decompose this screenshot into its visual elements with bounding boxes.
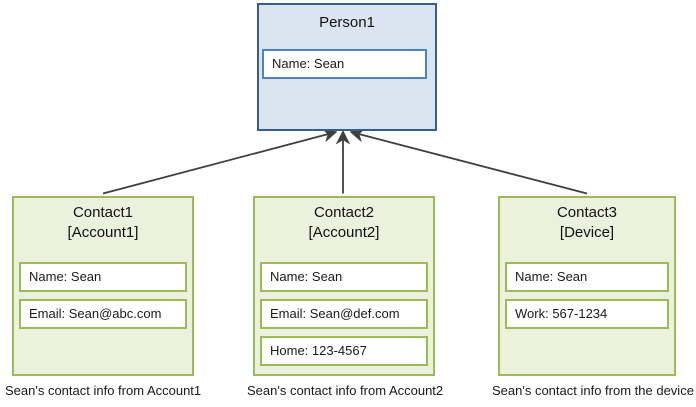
contact3-caption: Sean's contact info from the device [492, 383, 694, 398]
contact2-card: Contact2 [Account2] Name: Sean Email: Se… [253, 196, 435, 376]
contact3-work-value: Work: 567-1234 [515, 306, 608, 321]
person-name-value: Name: Sean [272, 56, 345, 71]
contact1-email-field: Email: Sean@abc.com [19, 299, 187, 329]
contact1-caption: Sean's contact info from Account1 [5, 383, 202, 398]
contact1-subtitle: [Account1] [67, 224, 139, 241]
contact1-name-value: Name: Sean [29, 269, 102, 284]
contact3-work-field: Work: 567-1234 [505, 299, 669, 329]
contact3-name-value: Name: Sean [515, 269, 588, 284]
contact3-name-field: Name: Sean [505, 262, 669, 292]
contact2-email-field: Email: Sean@def.com [260, 299, 428, 329]
contact3-card: Contact3 [Device] Name: Sean Work: 567-1… [498, 196, 676, 376]
contact1-name-field: Name: Sean [19, 262, 187, 292]
arrow-contact1-to-person [102, 128, 338, 195]
contact1-email-value: Email: Sean@abc.com [29, 306, 162, 321]
contact2-home-value: Home: 123-4567 [270, 343, 367, 358]
person-card: Person1 Name: Sean [257, 3, 437, 131]
contact2-title: Contact2 [313, 204, 375, 221]
contact1-card: Contact1 [Account1] Name: Sean Email: Se… [12, 196, 194, 376]
contact2-caption: Sean's contact info from Account2 [247, 383, 444, 398]
person-name-field: Name: Sean [262, 49, 427, 79]
contact3-title: Contact3 [556, 204, 618, 221]
contact2-name-field: Name: Sean [260, 262, 428, 292]
contact2-name-value: Name: Sean [270, 269, 343, 284]
contact2-email-value: Email: Sean@def.com [270, 306, 400, 321]
person-title: Person1 [319, 14, 375, 31]
contact1-title: Contact1 [72, 204, 134, 221]
contact3-subtitle: [Device] [559, 224, 615, 241]
arrow-contact3-to-person [349, 128, 588, 195]
contact2-subtitle: [Account2] [308, 224, 380, 241]
contact2-home-field: Home: 123-4567 [260, 336, 428, 366]
